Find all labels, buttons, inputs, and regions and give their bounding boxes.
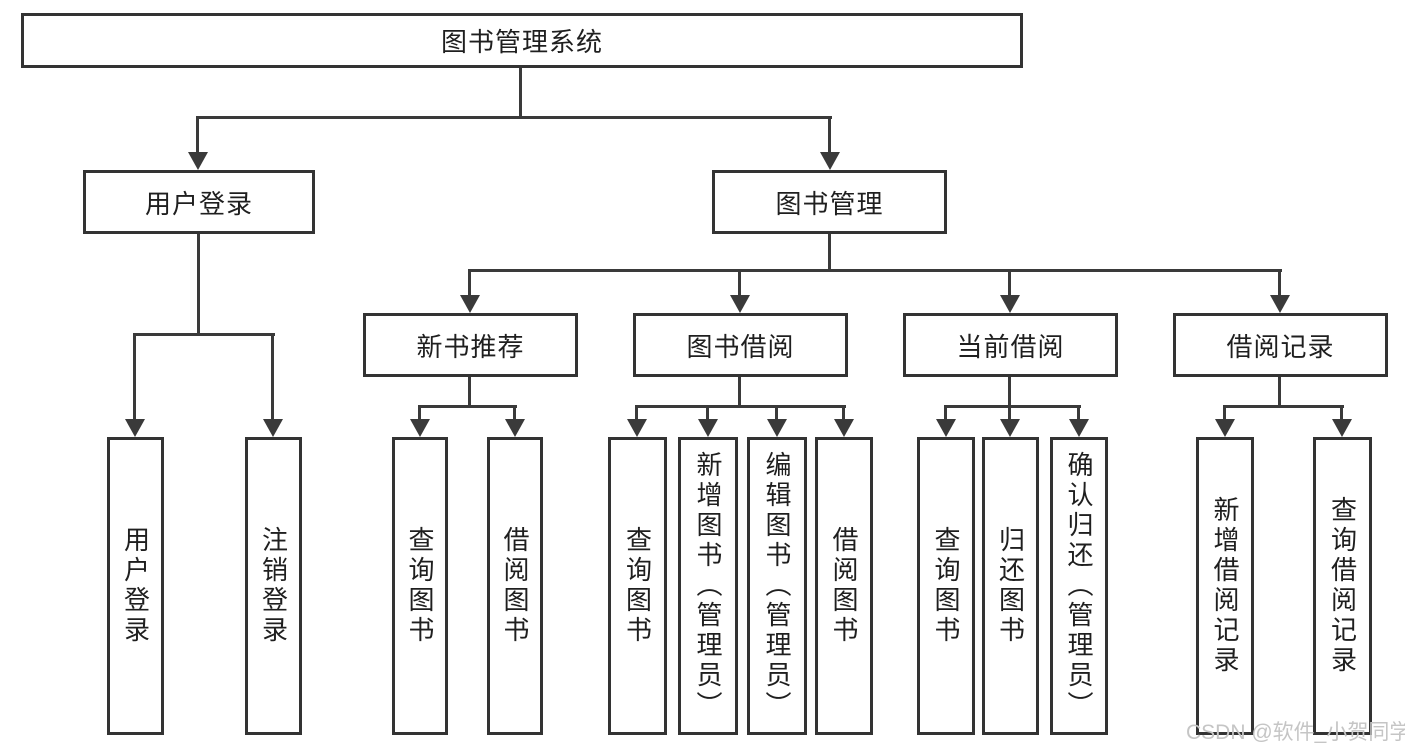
arrow-down-icon [627, 419, 647, 437]
leaf-query-borrow-record: 查询借阅记录 [1313, 437, 1372, 735]
connector-line [418, 407, 421, 421]
leaf-current-query-books: 查询图书 [917, 437, 975, 735]
leaf-current-query-books-label: 查询图书 [931, 526, 961, 646]
arrow-down-icon [1000, 419, 1020, 437]
connector-line [775, 407, 778, 421]
arrow-down-icon [767, 419, 787, 437]
connector-line [944, 405, 1081, 408]
leaf-borrow-books: 借阅图书 [815, 437, 873, 735]
connector-line [197, 234, 200, 335]
leaf-confirm-return-admin: 确认归还（管理员） [1050, 437, 1108, 735]
leaf-add-borrow-record-label: 新增借阅记录 [1210, 496, 1240, 676]
connector-line [468, 377, 471, 407]
connector-line [271, 335, 274, 421]
leaf-recommend-query-books: 查询图书 [392, 437, 448, 735]
leaf-recommend-query-books-label: 查询图书 [405, 526, 435, 646]
connector-line [1008, 271, 1011, 297]
leaf-return-books: 归还图书 [982, 437, 1039, 735]
leaf-query-borrow-record-label: 查询借阅记录 [1327, 496, 1358, 676]
arrow-down-icon [1270, 295, 1290, 313]
connector-line [1223, 407, 1226, 421]
arrow-down-icon [1069, 419, 1089, 437]
node-user-login: 用户登录 [83, 170, 315, 234]
leaf-add-books-admin: 新增图书（管理员） [678, 437, 738, 735]
node-book-borrowing-label: 图书借阅 [686, 331, 795, 362]
connector-line [1278, 271, 1281, 297]
node-borrowing-records: 借阅记录 [1173, 313, 1388, 377]
connector-line [196, 116, 832, 119]
connector-line [635, 405, 846, 408]
leaf-add-borrow-record: 新增借阅记录 [1196, 437, 1254, 735]
csdn-watermark: CSDN @软件_小贺同学 [1186, 721, 1405, 744]
connector-line [1008, 377, 1011, 407]
connector-line [944, 407, 947, 421]
node-book-borrowing: 图书借阅 [633, 313, 848, 377]
node-book-management-label: 图书管理 [775, 188, 884, 219]
node-new-book-recommend: 新书推荐 [363, 313, 578, 377]
arrow-down-icon [730, 295, 750, 313]
connector-line [468, 271, 471, 297]
leaf-logout: 注销登录 [245, 437, 302, 735]
connector-line [1340, 407, 1343, 421]
connector-line [1278, 377, 1281, 407]
node-book-management: 图书管理 [712, 170, 947, 234]
arrow-down-icon [1332, 419, 1352, 437]
arrow-down-icon [188, 152, 208, 170]
arrow-down-icon [410, 419, 430, 437]
connector-line [133, 335, 136, 421]
leaf-user-login: 用户登录 [107, 437, 164, 735]
connector-line [706, 407, 709, 421]
arrow-down-icon [1000, 295, 1020, 313]
connector-line [1223, 405, 1344, 408]
connector-line [418, 405, 517, 408]
arrow-down-icon [460, 295, 480, 313]
arrow-down-icon [263, 419, 283, 437]
arrow-down-icon [505, 419, 525, 437]
leaf-borrow-query-books: 查询图书 [608, 437, 667, 735]
leaf-edit-books-admin: 编辑图书（管理员） [747, 437, 807, 735]
arrow-down-icon [936, 419, 956, 437]
leaf-confirm-return-admin-label: 确认归还（管理员） [1064, 451, 1094, 721]
connector-line [1008, 407, 1011, 421]
arrow-down-icon [698, 419, 718, 437]
node-library-management-system-label: 图书管理系统 [440, 27, 603, 57]
connector-line [133, 333, 275, 336]
node-library-management-system: 图书管理系统 [21, 13, 1023, 68]
connector-line [828, 234, 831, 271]
node-current-borrowing: 当前借阅 [903, 313, 1118, 377]
connector-line [196, 118, 199, 154]
leaf-return-books-label: 归还图书 [995, 526, 1026, 646]
node-new-book-recommend-label: 新书推荐 [416, 331, 525, 362]
connector-line [513, 407, 516, 421]
leaf-user-login-label: 用户登录 [120, 526, 151, 646]
connector-line [468, 269, 1282, 272]
arrow-down-icon [1215, 419, 1235, 437]
connector-line [842, 407, 845, 421]
connector-line [828, 118, 831, 154]
connector-line [738, 271, 741, 297]
leaf-recommend-borrow-books: 借阅图书 [487, 437, 543, 735]
leaf-recommend-borrow-books-label: 借阅图书 [500, 526, 530, 646]
connector-line [1077, 407, 1080, 421]
leaf-add-books-admin-label: 新增图书（管理员） [693, 451, 723, 721]
connector-line [635, 407, 638, 421]
arrow-down-icon [125, 419, 145, 437]
arrow-down-icon [834, 419, 854, 437]
node-current-borrowing-label: 当前借阅 [956, 331, 1065, 362]
node-borrowing-records-label: 借阅记录 [1226, 331, 1335, 362]
arrow-down-icon [820, 152, 840, 170]
leaf-edit-books-admin-label: 编辑图书（管理员） [762, 451, 792, 721]
connector-line [519, 68, 522, 118]
connector-line [738, 377, 741, 407]
node-user-login-label: 用户登录 [144, 188, 253, 219]
leaf-borrow-query-books-label: 查询图书 [622, 526, 653, 646]
leaf-borrow-books-label: 借阅图书 [829, 526, 859, 646]
leaf-logout-label: 注销登录 [258, 526, 289, 646]
